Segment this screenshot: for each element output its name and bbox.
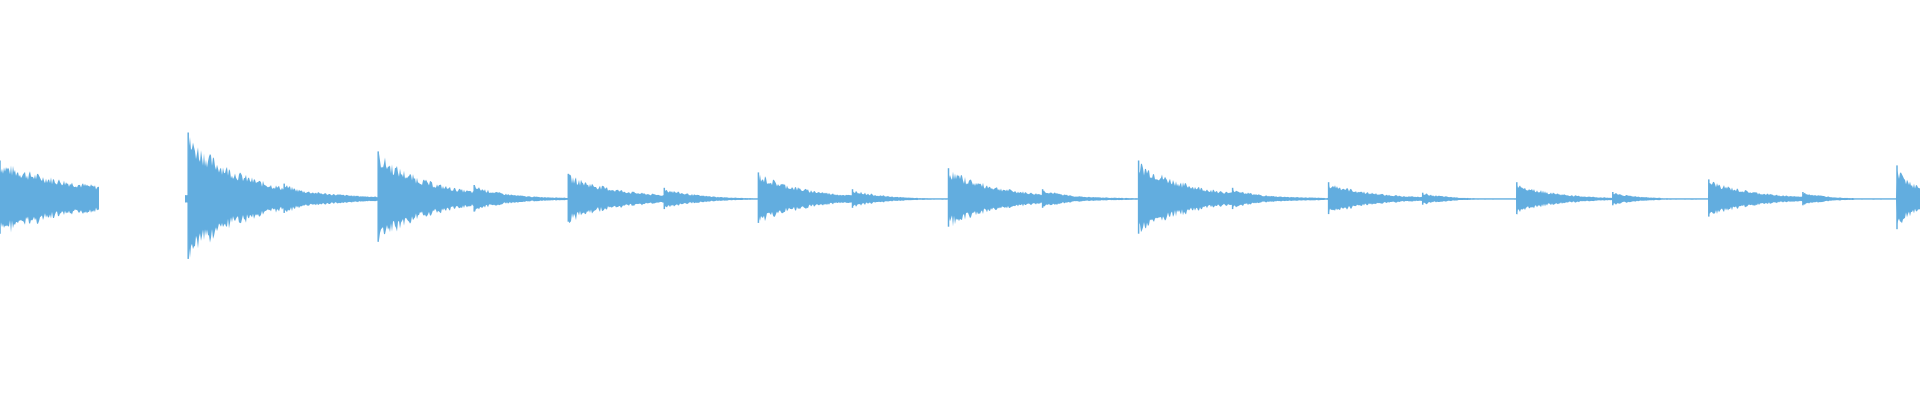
waveform-segment bbox=[185, 137, 1920, 258]
waveform-segment bbox=[0, 165, 99, 233]
